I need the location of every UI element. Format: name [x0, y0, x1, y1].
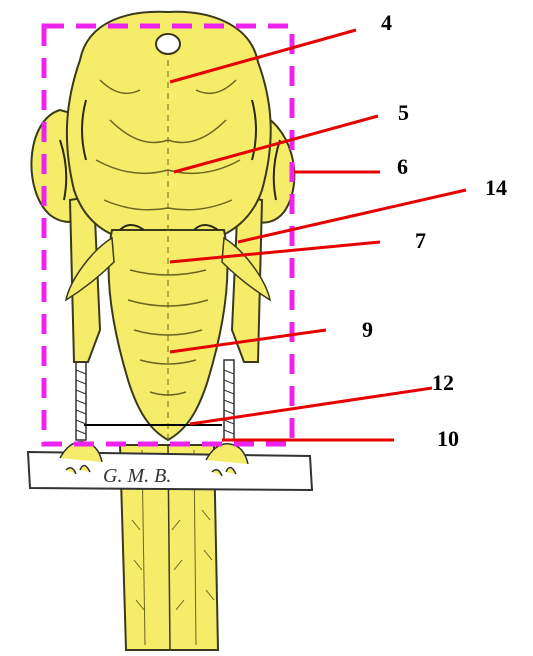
- label-7: 7: [415, 228, 426, 253]
- number-labels: 4 5 6 14 7 9 12 10: [362, 10, 507, 451]
- label-6: 6: [397, 154, 408, 179]
- label-14: 14: [485, 175, 507, 200]
- bird-body: [31, 12, 294, 440]
- perch-signature: G. M. B.: [103, 465, 171, 487]
- label-4: 4: [381, 10, 392, 35]
- label-10: 10: [437, 426, 459, 451]
- label-5: 5: [398, 100, 409, 125]
- label-9: 9: [362, 317, 373, 342]
- label-12: 12: [432, 370, 454, 395]
